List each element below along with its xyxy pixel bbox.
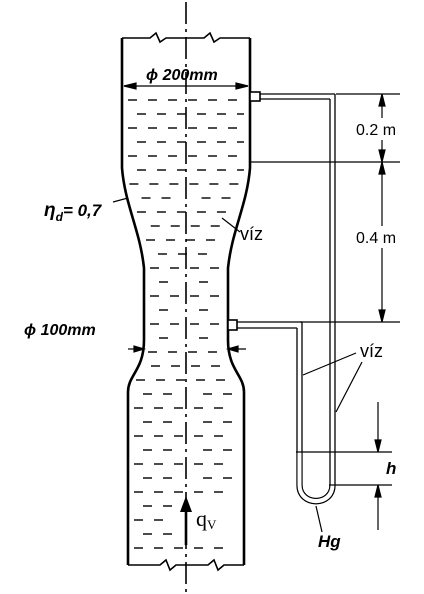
pipe-break-top <box>122 31 250 44</box>
efficiency-label: ηd= 0,7 <box>44 200 103 224</box>
water-label-leader <box>221 217 241 233</box>
flow-label: qV <box>196 506 217 532</box>
water-tube-leader-right <box>335 361 363 413</box>
water-label-tubes: víz <box>360 341 383 361</box>
diameter-200-label: ϕ 200mm <box>146 67 218 84</box>
pressure-tap-upper <box>249 91 261 102</box>
manometer-tubing <box>237 93 336 505</box>
mercury-leader <box>315 505 323 533</box>
height-difference-dimension <box>303 402 392 530</box>
dimension-lower-label: 0.4 m <box>356 230 396 247</box>
diameter-200-dimension <box>123 82 249 90</box>
water-hatching <box>128 99 244 549</box>
pipe-break-bottom <box>128 558 244 572</box>
water-label-pipe: víz <box>240 224 263 244</box>
diameter-100-label: ϕ 100mm <box>24 322 96 339</box>
pipe-right-wall <box>226 38 252 565</box>
mercury-label: Hg <box>318 532 341 551</box>
pressure-tap-lower <box>227 319 238 331</box>
efficiency-leader <box>112 197 129 203</box>
mercury <box>296 451 336 505</box>
diameter-100-dimension <box>128 345 246 353</box>
height-difference-label: h <box>386 459 396 478</box>
pipe-left-wall <box>120 38 146 565</box>
flow-arrow <box>180 496 192 545</box>
water-tube-leader-left <box>302 352 357 376</box>
dimension-upper-label: 0.2 m <box>356 122 396 139</box>
